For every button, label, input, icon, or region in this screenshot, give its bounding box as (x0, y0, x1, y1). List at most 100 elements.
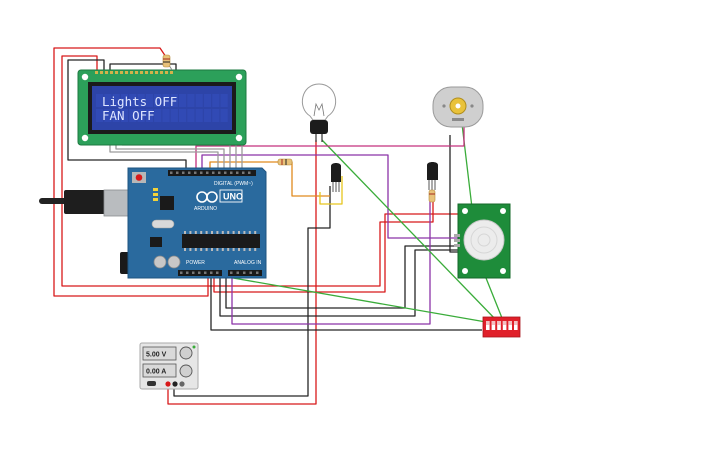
transistor[interactable] (331, 163, 341, 192)
lcd-char-cell (104, 109, 112, 122)
wire-black[interactable] (173, 186, 331, 397)
header-pin (204, 271, 207, 274)
digital-pins (170, 171, 251, 174)
header-pin (249, 271, 252, 274)
arduino-uno[interactable]: ARDUINO UNO DIGITAL (PWM~) POWER ANALOG … (39, 167, 267, 279)
wire-red[interactable] (213, 213, 460, 293)
mount-hole (81, 134, 89, 142)
lcd-char-cell (154, 94, 162, 107)
usb-cable-head (64, 190, 108, 214)
wire-black[interactable] (67, 59, 187, 170)
wire-black[interactable] (109, 63, 177, 70)
current-readout: 0.00 A (146, 369, 166, 376)
resistor[interactable] (277, 158, 293, 166)
header-pin (180, 271, 183, 274)
wire-purple[interactable] (201, 154, 460, 239)
chip-leg (194, 231, 197, 234)
current-knob[interactable] (179, 364, 193, 378)
icsp-header (150, 237, 162, 247)
lcd-pin (170, 71, 173, 74)
lcd-char-cell (104, 94, 112, 107)
lcd-pin (155, 71, 158, 74)
wire-purple[interactable] (231, 200, 431, 325)
header-pin (243, 271, 246, 274)
chip-leg (238, 231, 240, 234)
capacitor (167, 255, 181, 269)
lcd-pin (110, 71, 113, 74)
lcd-char-cell (179, 109, 187, 122)
header-pin (236, 171, 239, 174)
dip-toggle-knob (497, 321, 501, 325)
dip-switch[interactable] (482, 316, 521, 338)
wire-grey[interactable] (128, 142, 237, 170)
lcd-char-cell (129, 109, 137, 122)
current-display (142, 363, 177, 378)
bulb-filament (313, 102, 325, 117)
small-chip (160, 196, 174, 210)
header-pin (176, 171, 179, 174)
terminal-negative[interactable] (172, 381, 178, 387)
bulb-base (310, 120, 328, 134)
wire-grey[interactable] (109, 145, 219, 170)
chip-leg (248, 231, 251, 234)
lcd-char-cell (212, 94, 220, 107)
lcd-display[interactable]: Lights OFF FAN OFF (77, 69, 247, 146)
wire-green[interactable] (321, 139, 499, 323)
header-pin (200, 171, 203, 174)
chip-leg (227, 231, 230, 234)
chip-leg (248, 248, 251, 251)
terminal-ground[interactable] (179, 381, 185, 387)
lcd-char-cell (170, 109, 178, 122)
resistor[interactable] (162, 54, 173, 71)
lcd-char-cell (195, 109, 203, 122)
dip-toggle-knob (491, 321, 496, 325)
led-indicator (153, 188, 158, 191)
power-supply[interactable]: 5.00 V 0.00 A (139, 342, 199, 390)
header-pin (188, 171, 191, 174)
lcd-char-cell (162, 109, 170, 122)
uno-label: UNO (223, 192, 243, 202)
chip-leg (254, 231, 257, 234)
wire-green[interactable] (209, 273, 487, 323)
lcd-char-cell (112, 94, 120, 107)
lcd-pin (135, 71, 138, 74)
wire-yellow[interactable] (319, 176, 343, 205)
bottom-pins (180, 271, 259, 274)
resistor[interactable] (428, 189, 436, 203)
chip-leg (232, 231, 235, 234)
lcd-pin (145, 71, 148, 74)
lcd-pin (130, 71, 133, 74)
wire-magenta[interactable] (195, 122, 465, 170)
dip-toggle-knob (502, 321, 507, 325)
wire-black[interactable] (449, 135, 458, 253)
power-switch[interactable] (147, 381, 156, 386)
chip-leg (216, 248, 219, 251)
wire-red[interactable] (53, 47, 209, 297)
pir-sensor[interactable] (454, 203, 511, 279)
wire-grey[interactable] (115, 145, 225, 170)
lcd-char-cell (137, 94, 145, 107)
mount-hole (81, 73, 89, 81)
lcd-char-cell (154, 109, 162, 122)
wire-red[interactable] (167, 140, 317, 405)
wire-black[interactable] (210, 278, 482, 331)
dip-toggle-knob (508, 321, 512, 325)
arduino-board (127, 167, 267, 279)
reset-button-cap[interactable] (135, 174, 143, 181)
wires (53, 47, 503, 405)
header-pin (198, 271, 201, 274)
dip-toggles[interactable] (486, 321, 518, 330)
dc-motor[interactable] (432, 86, 484, 128)
lcd-char-cell (203, 94, 212, 107)
terminal-positive[interactable] (165, 381, 171, 387)
transistor[interactable] (427, 162, 438, 190)
chip-leg (189, 231, 192, 234)
voltage-knob[interactable] (179, 346, 193, 360)
dip-toggle (502, 321, 507, 330)
lcd-char-grid (96, 94, 228, 122)
lcd-char-cell (96, 94, 104, 107)
power-header-label: POWER (186, 260, 205, 266)
light-bulb[interactable] (301, 83, 337, 142)
wire-red[interactable] (61, 55, 434, 287)
